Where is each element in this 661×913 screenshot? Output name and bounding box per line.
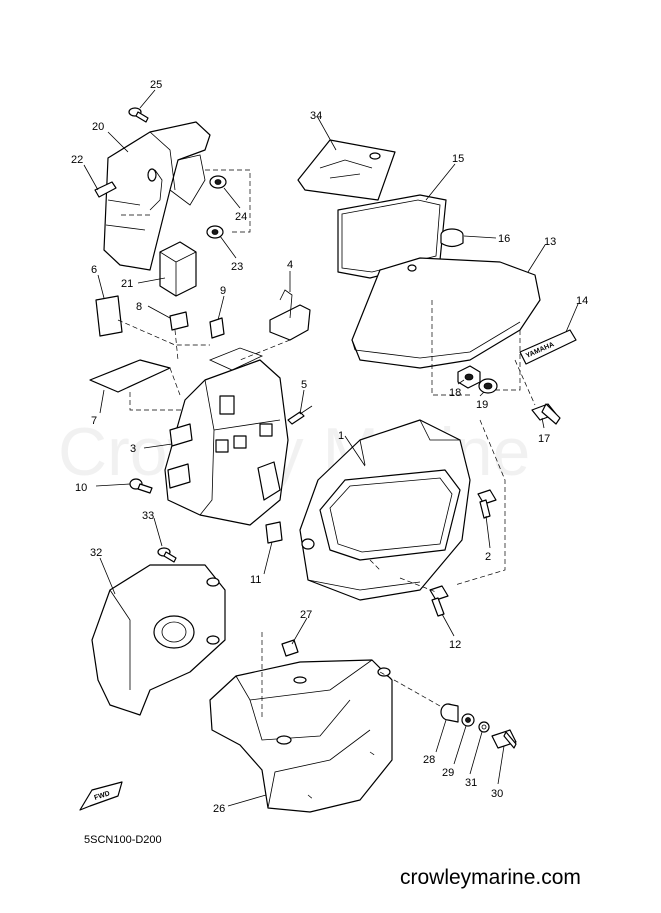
callout-1: 1 bbox=[338, 430, 344, 442]
callout-10: 10 bbox=[75, 482, 87, 494]
callout-33: 33 bbox=[142, 510, 154, 522]
callout-8: 8 bbox=[136, 301, 142, 313]
callout-7: 7 bbox=[91, 415, 97, 427]
part-7-sheet[interactable] bbox=[89, 359, 171, 393]
part-15-panel[interactable] bbox=[337, 194, 447, 279]
part-33-screw[interactable] bbox=[157, 547, 177, 563]
part-8-plug[interactable] bbox=[169, 311, 189, 331]
callout-18: 18 bbox=[449, 387, 461, 399]
callout-27: 27 bbox=[300, 609, 312, 621]
part-26-cover[interactable] bbox=[209, 659, 393, 813]
callout-26: 26 bbox=[213, 803, 225, 815]
part-9-clip[interactable] bbox=[209, 317, 225, 339]
callout-32: 32 bbox=[90, 547, 102, 559]
callout-15: 15 bbox=[452, 153, 464, 165]
callout-28: 28 bbox=[423, 754, 435, 766]
site-brand[interactable]: crowleymarine.com bbox=[400, 866, 581, 889]
part-29-collar[interactable] bbox=[461, 713, 475, 727]
callout-9: 9 bbox=[220, 285, 226, 297]
part-2-bolt[interactable] bbox=[477, 489, 497, 519]
part-13-side-cover[interactable] bbox=[351, 257, 541, 369]
part-14-emblem[interactable]: YAMAHA bbox=[519, 329, 577, 365]
part-28-collar[interactable] bbox=[440, 703, 459, 723]
part-16-grommet[interactable] bbox=[440, 228, 464, 248]
callout-19: 19 bbox=[476, 399, 488, 411]
part-12-bolt[interactable] bbox=[429, 585, 449, 617]
part-22-grommet[interactable] bbox=[94, 181, 117, 198]
callout-20: 20 bbox=[92, 121, 104, 133]
part-20-cover[interactable] bbox=[103, 121, 211, 271]
part-18-nut[interactable] bbox=[457, 365, 481, 389]
part-17-bolt[interactable] bbox=[531, 403, 561, 425]
callout-11: 11 bbox=[250, 574, 261, 586]
callout-12: 12 bbox=[449, 639, 461, 651]
callout-30: 30 bbox=[491, 788, 503, 800]
callout-numbers: 25 20 22 24 23 21 6 8 9 4 5 7 3 10 33 32… bbox=[71, 79, 588, 815]
callout-29: 29 bbox=[442, 767, 454, 779]
part-6-pad[interactable] bbox=[95, 295, 123, 337]
part-24-grommet[interactable] bbox=[209, 175, 227, 189]
callout-5: 5 bbox=[301, 379, 307, 391]
part-31-washer[interactable] bbox=[478, 721, 490, 733]
leader-lines bbox=[83, 89, 579, 807]
part-23-grommet[interactable] bbox=[206, 225, 224, 239]
part-4-bracket[interactable] bbox=[269, 289, 311, 341]
callout-34: 34 bbox=[310, 110, 322, 122]
callout-16: 16 bbox=[498, 233, 510, 245]
part-11-clip[interactable] bbox=[265, 521, 283, 544]
callout-24: 24 bbox=[235, 211, 247, 223]
part-3-battery-box[interactable] bbox=[164, 347, 289, 526]
part-30-bolt[interactable] bbox=[491, 729, 517, 749]
part-27-screw[interactable] bbox=[281, 639, 299, 657]
callout-21: 21 bbox=[121, 278, 133, 290]
part-25-screw[interactable] bbox=[128, 107, 149, 123]
part-21-damper[interactable] bbox=[159, 241, 197, 297]
callout-2: 2 bbox=[485, 551, 491, 563]
callout-22: 22 bbox=[71, 154, 83, 166]
fwd-label: FWD bbox=[93, 790, 110, 802]
part-32-cover[interactable] bbox=[91, 564, 226, 716]
fwd-arrow-icon: FWD bbox=[79, 781, 123, 811]
callout-25: 25 bbox=[150, 79, 162, 91]
callout-4: 4 bbox=[287, 259, 293, 271]
part-1-housing[interactable] bbox=[299, 419, 471, 601]
part-34-plate[interactable] bbox=[297, 139, 396, 201]
callout-14: 14 bbox=[576, 295, 588, 307]
part-19-collar[interactable] bbox=[478, 378, 498, 394]
callout-13: 13 bbox=[544, 236, 556, 248]
callout-23: 23 bbox=[231, 261, 243, 273]
callout-31: 31 bbox=[465, 777, 477, 789]
callout-17: 17 bbox=[538, 433, 550, 445]
callout-6: 6 bbox=[91, 264, 97, 276]
diagram-code: 5SCN100-D200 bbox=[84, 834, 162, 846]
callout-3: 3 bbox=[130, 443, 136, 455]
part-5-pin[interactable] bbox=[287, 405, 313, 425]
